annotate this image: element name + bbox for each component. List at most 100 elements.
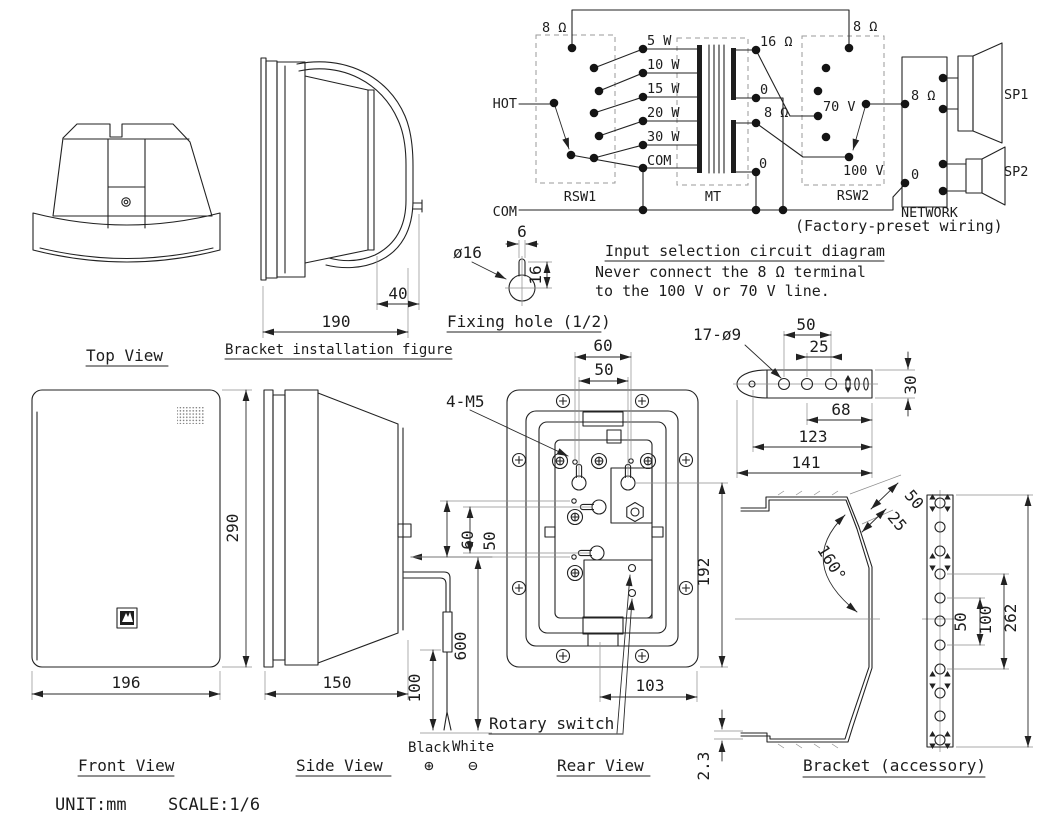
circuit-warning-line2: to the 100 V or 70 V line. xyxy=(595,282,830,300)
top-view-front-grille xyxy=(32,212,221,263)
sec-0-top-label: 0 xyxy=(760,82,768,98)
dim-strip-262: 262 xyxy=(1001,604,1020,633)
polarity-plus-icon: ⊕ xyxy=(424,756,434,775)
matching-transformer-icon xyxy=(697,44,736,174)
rear-view-label: Rear View xyxy=(557,756,644,775)
dim-slot-16: 16 xyxy=(526,265,545,284)
hot-terminal-label: HOT xyxy=(493,96,517,112)
tap-15w-label: 15 W xyxy=(647,81,680,97)
bracket-profile-outer xyxy=(740,496,873,743)
scale-note: SCALE:1/6 xyxy=(168,795,260,815)
front-view-label: Front View xyxy=(78,756,175,775)
front-view: 290 196 Front View xyxy=(31,389,252,777)
side-latch xyxy=(397,523,412,538)
sp2-speaker-icon xyxy=(965,146,1006,206)
rotary-switch-hole xyxy=(627,563,637,573)
rsw2-label: RSW2 xyxy=(837,188,870,204)
fixing-hole-diameter: ø16 xyxy=(453,243,482,262)
bracket-strip-holes xyxy=(929,494,951,749)
dim-strip-100: 100 xyxy=(976,606,995,635)
rotary-switch-note: Rotary switch xyxy=(489,714,614,733)
dim-arm-141: 141 xyxy=(792,453,821,472)
dim-290: 290 xyxy=(223,514,242,543)
polarity-minus-icon: ⊖ xyxy=(468,756,478,775)
rsw1-wiper-arrow xyxy=(553,102,570,150)
fixing-hole-label: Fixing hole (1/2) xyxy=(447,312,611,331)
screw-note-4m5: 4-M5 xyxy=(446,392,485,411)
fixing-hole-detail: 6 16 ø16 Fixing hole (1/2) xyxy=(446,222,611,333)
dim-103: 103 xyxy=(636,676,665,695)
tap-20w-label: 20 W xyxy=(647,105,680,121)
side-view-label: Side View xyxy=(296,756,383,775)
sp1-label: SP1 xyxy=(1004,87,1028,103)
bracket-accessory: 160° 50 25 50 100 262 2.3 Bracket (acces… xyxy=(694,474,1033,781)
circuit-junctions xyxy=(549,43,948,215)
bracket-accessory-label: Bracket (accessory) xyxy=(803,756,986,775)
factory-preset-note: (Factory-preset wiring) xyxy=(795,217,1003,235)
rsw1-wiper-contact-wire xyxy=(570,154,644,169)
wire-8ohm-link xyxy=(571,9,850,49)
tap-5w-label: 5 W xyxy=(647,33,672,49)
side-view: 600 100 150 Black White ⊕ ⊖ Side View xyxy=(263,389,494,777)
rsw2-wiper-arrow xyxy=(852,103,867,151)
dim-arm-50: 50 xyxy=(796,315,815,334)
drawing-footer: UNIT:mm SCALE:1/6 xyxy=(55,795,260,815)
wire-white-label: White xyxy=(452,739,494,755)
dim-192: 192 xyxy=(694,558,713,587)
dim-rear-50-left: 50 xyxy=(480,531,499,550)
dim-190: 190 xyxy=(322,312,351,331)
sp2-label: SP2 xyxy=(1004,164,1028,180)
mt-label: MT xyxy=(705,189,721,205)
side-cabinet xyxy=(284,389,319,666)
top-view-screw xyxy=(121,197,131,207)
com-terminal-label: COM xyxy=(493,204,517,220)
sec-16ohm-label: 16 Ω xyxy=(760,34,793,50)
sec-8ohm-label: 8 Ω xyxy=(764,105,788,121)
dim-rear-50-top: 50 xyxy=(594,360,613,379)
rsw2-100v-label: 100 V xyxy=(843,163,884,179)
top-view-label: Top View xyxy=(86,346,163,365)
circuit-title: Input selection circuit diagram xyxy=(605,242,885,260)
bracket-installation-figure: 40 190 Bracket installation figure xyxy=(224,57,453,360)
dim-150: 150 xyxy=(323,673,352,692)
rsw1-throw-wires xyxy=(593,48,644,159)
toa-logo xyxy=(116,607,138,629)
rear-view: 60 50 60 50 192 103 4-M5 Rotary switch R… xyxy=(411,336,728,777)
front-grille-icon xyxy=(177,407,204,424)
dim-arm-123: 123 xyxy=(799,427,828,446)
bracket-strip xyxy=(926,494,954,748)
rear-outer xyxy=(506,389,699,668)
rsw1-8ohm-label: 8 Ω xyxy=(542,20,566,36)
circuit-warning-line1: Never connect the 8 Ω terminal xyxy=(595,263,866,281)
input-selection-circuit: 8 Ω 8 Ω HOT COM 5 W 10 W 15 W 20 W 30 W … xyxy=(493,9,1028,300)
wire-black-label: Black xyxy=(408,740,451,756)
sp1-speaker-icon xyxy=(957,42,1003,144)
rsw1-label: RSW1 xyxy=(564,189,597,205)
tap-wires xyxy=(642,48,698,169)
arm-holes-note: 17-ø9 xyxy=(693,325,741,344)
bracket-profile-inner xyxy=(740,499,870,740)
front-view-cabinet xyxy=(31,389,221,668)
bracket-outer-curve xyxy=(296,61,414,269)
rear-hex-nut xyxy=(626,501,644,523)
dim-thickness-23: 2.3 xyxy=(694,752,713,781)
rsw2-box xyxy=(801,35,885,186)
mt-box xyxy=(676,37,749,186)
wire-8ohm-100v xyxy=(755,122,850,158)
dim-strip-50: 50 xyxy=(951,612,970,631)
dim-arm-68: 68 xyxy=(831,400,850,419)
rsw2-70v-label: 70 V xyxy=(823,99,856,115)
secondary-stubs xyxy=(735,49,757,173)
bracket-knob xyxy=(412,199,423,213)
tap-10w-label: 10 W xyxy=(647,57,680,73)
speaker-wires xyxy=(942,77,967,192)
rsw1-box xyxy=(535,34,616,184)
network-label: NETWORK xyxy=(901,205,959,221)
speaker-cable xyxy=(403,571,453,731)
dim-rear-60-left: 60 xyxy=(458,530,477,549)
network-8ohm-label: 8 Ω xyxy=(911,88,935,104)
dim-40: 40 xyxy=(388,284,407,303)
